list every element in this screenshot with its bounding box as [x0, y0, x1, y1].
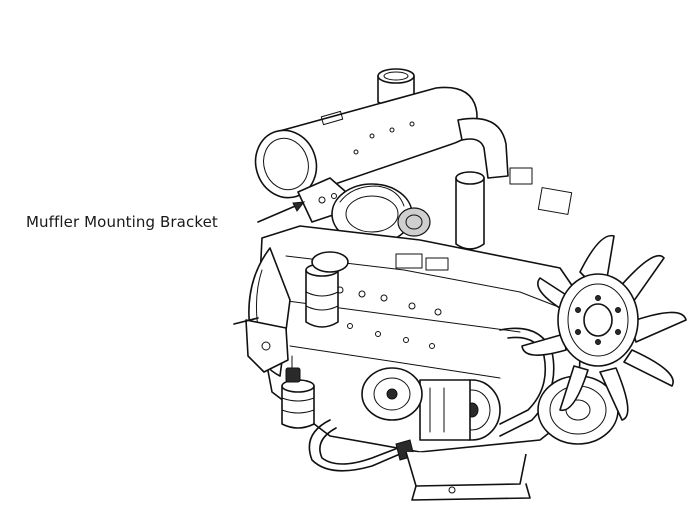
fuel-filter	[281, 355, 315, 429]
turbocharger	[331, 183, 431, 245]
callout-leader-line	[257, 201, 306, 223]
oil-filter	[305, 251, 349, 328]
alternator	[361, 367, 423, 421]
muffler-mounting-bracket-label: Muffler Mounting Bracket	[26, 213, 218, 231]
ac-compressor	[419, 379, 501, 441]
muffler	[254, 86, 478, 199]
engine-mount-front	[405, 451, 531, 501]
callout-arrowhead	[292, 201, 306, 212]
cooling-fan	[521, 234, 687, 421]
bracket-left	[233, 317, 289, 373]
